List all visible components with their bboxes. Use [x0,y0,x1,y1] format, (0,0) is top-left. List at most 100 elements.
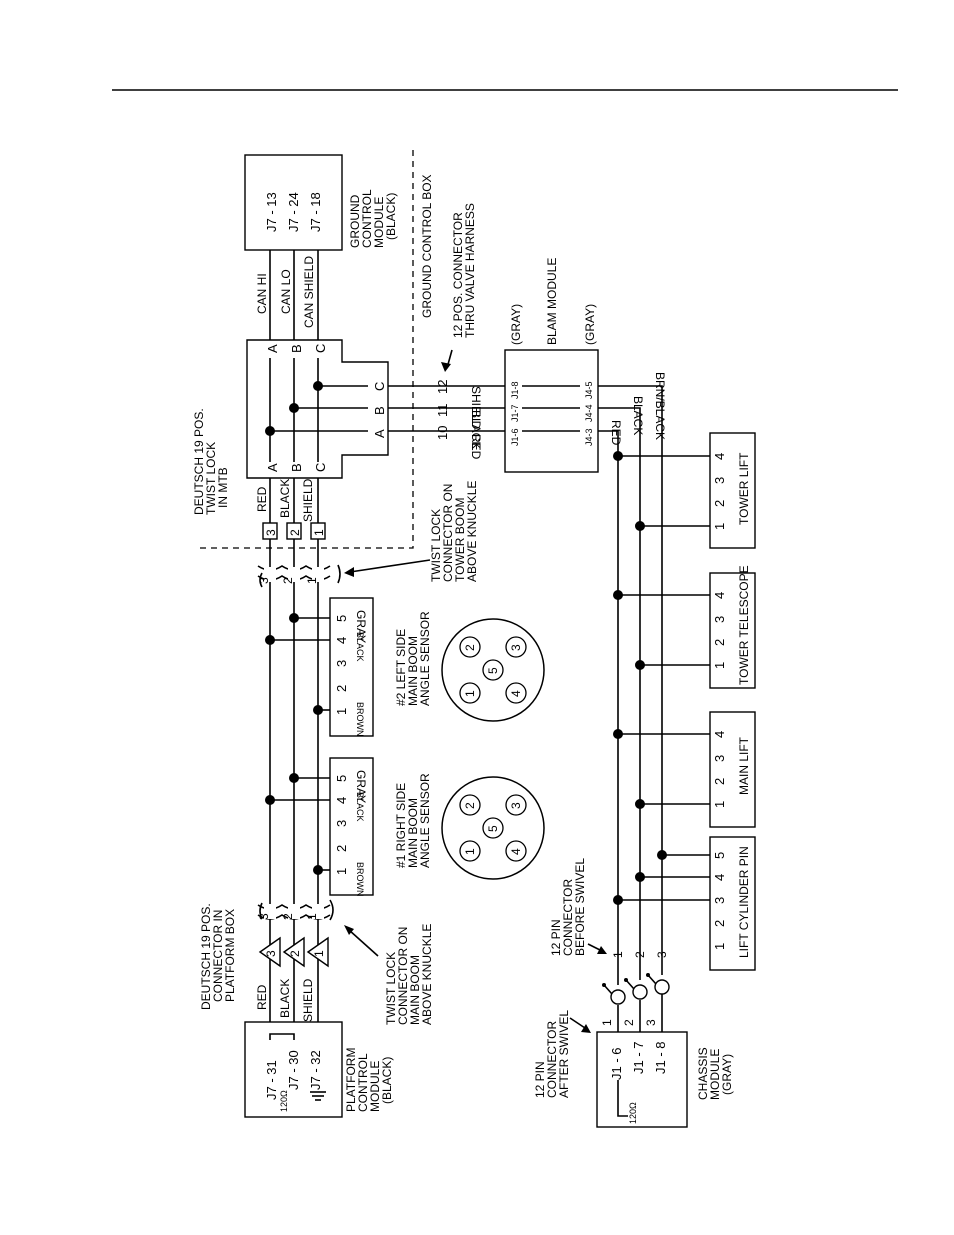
mtb-right-b: B [372,406,387,415]
blam-in-black: BLACK [469,410,483,449]
pcm-ohm: 120Ω [279,1090,289,1112]
twist-tower-label-3: TOWER BOOM [453,498,467,582]
right-sensor-pin-3: 3 [334,820,349,827]
mtb-top-c: C [313,344,328,353]
lift-cylinder-pin-label: LIFT CYLINDER PIN [737,846,751,958]
main-break-3: 3 [257,913,271,920]
blam-gray-1: (GRAY) [509,304,523,345]
twist-tower-label-2: CONNECTOR ON [441,484,455,582]
twist-main-label-3: MAIN BOOM [408,955,422,1025]
left-sensor-pin-4: 4 [334,637,349,644]
main-lift-label: MAIN LIFT [737,736,751,795]
deutsch-mtb-label-3: IN MTB [216,467,230,508]
blam-in-num-10: 10 [435,426,450,440]
blam-pin-j1-6: J1-6 [510,428,520,446]
lift-cylinder-pin-3: 3 [712,897,727,904]
right-face-pin-3: 3 [509,802,523,809]
cm-pin-2: J1 - 7 [631,1041,646,1074]
tower-telescope-pin-4: 4 [712,592,727,599]
plat-tri-1: 1 [312,950,326,957]
left-sensor-brown: BROWN [355,702,365,737]
cm-label-3: (GRAY) [720,1054,734,1095]
left-face-pin-5: 5 [486,667,500,674]
main-lift-pin-3: 3 [712,755,727,762]
left-sensor-pin-5: 5 [334,615,349,622]
right-sensor-gray: GRAY [354,770,368,803]
right-face-pin-1: 1 [463,848,477,855]
left-sensor-label-2: MAIN BOOM [406,636,420,706]
pin12-after-label-2: CONNECTOR [545,1021,559,1098]
mtb-bottom-c: C [313,463,328,472]
right-sensor-label-3: ANGLE SENSOR [418,773,432,868]
twist-tower-label-4: ABOVE KNUCKLE [465,481,479,582]
plat-tri-3: 3 [264,950,278,957]
gcm-pin-2: J7 - 24 [286,192,301,232]
lift-cylinder-pin-5: 5 [712,852,727,859]
gcm-label-3: MODULE [372,197,386,248]
blam-pin-j4-5: J4-5 [584,381,594,399]
cm-label-2: MODULE [708,1049,722,1100]
mtb-bottom-b: B [289,463,304,472]
mtb-top-a: A [265,344,280,353]
lift-cylinder-pin-valve-box [709,836,756,971]
tower-break-3: 3 [257,577,271,584]
plat-wire-shield: SHIELD [301,978,315,1022]
pcm-pin-3: J7 - 32 [308,1050,323,1090]
gcm-label-2: CONTROL [360,189,374,248]
pcm-label-3: MODULE [368,1061,382,1112]
tower-break-1: 1 [305,577,319,584]
tower-lift-valve-box [709,432,756,549]
tower-break-2: 2 [281,577,295,584]
right-face-pin-4: 4 [509,848,523,855]
blam-module-label: BLAM MODULE [545,258,559,345]
pin12-before-label-1: 12 PIN [549,919,563,956]
plat-wire-black: BLACK [278,979,292,1018]
deutsch-mtb-label-2: TWIST LOCK [204,442,218,515]
right-sensor-label-2: MAIN BOOM [406,798,420,868]
left-sensor-connector-face [441,618,545,722]
left-sensor-gray: GRAY [354,610,368,643]
tower-lift-pin-1: 1 [712,523,727,530]
blam-pin-j1-8: J1-8 [510,381,520,399]
mtb-pin-2: 2 [288,529,302,536]
tower-lift-label: TOWER LIFT [737,452,751,525]
mtb-wire-red: RED [255,486,269,512]
mtb-top-b: B [289,344,304,353]
lift-cylinder-pin-2: 2 [712,920,727,927]
tower-telescope-label: TOWER TELESCOPE [737,565,751,685]
blam-out-red: RED [609,420,623,446]
main-break-1: 1 [305,913,319,920]
right-sensor-pin-5: 5 [334,775,349,782]
main-lift-pin-2: 2 [712,778,727,785]
cm-pin-3: J1 - 8 [653,1041,668,1074]
twist-main-label-2: CONNECTOR ON [396,927,410,1025]
mtb-right-a: A [372,429,387,438]
after-swivel-num-1: 1 [600,1019,614,1026]
twelve-pos-label-1: 12 POS. CONNECTOR [451,212,465,338]
blam-out-black: BLACK [631,396,645,435]
pin12-before-label-2: CONNECTOR [561,879,575,956]
left-face-pin-2: 2 [463,644,477,651]
tower-lift-pin-4: 4 [712,453,727,460]
tower-lift-pin-3: 3 [712,477,727,484]
blam-pin-j4-4: J4-4 [584,404,594,422]
pin12-after-label-1: 12 PIN [533,1061,547,1098]
mtb-bottom-a: A [265,463,280,472]
blam-pin-j1-7: J1-7 [510,404,520,422]
pin12-after-label-3: AFTER SWIVEL [557,1010,571,1098]
left-face-pin-3: 3 [509,644,523,651]
pcm-label-1: PLATFORM [344,1048,358,1112]
right-sensor-label-1: #1 RIGHT SIDE [394,783,408,868]
gcm-label-1: GROUND [348,194,362,248]
plat-wire-red: RED [255,984,269,1010]
cm-ohm: 120Ω [628,1102,638,1124]
cm-label-1: CHASSIS [696,1047,710,1100]
after-swivel-num-3: 3 [644,1019,658,1026]
after-swivel-num-2: 2 [622,1019,636,1026]
main-lift-pin-4: 4 [712,731,727,738]
main-break-2: 2 [281,913,295,920]
pin12-before-label-3: BEFORE SWIVEL [573,858,587,956]
ground-control-box-label: GROUND CONTROL BOX [420,174,434,318]
blam-in-shield: SHIELD [469,386,483,430]
blam-pin-j4-3: J4-3 [584,428,594,446]
